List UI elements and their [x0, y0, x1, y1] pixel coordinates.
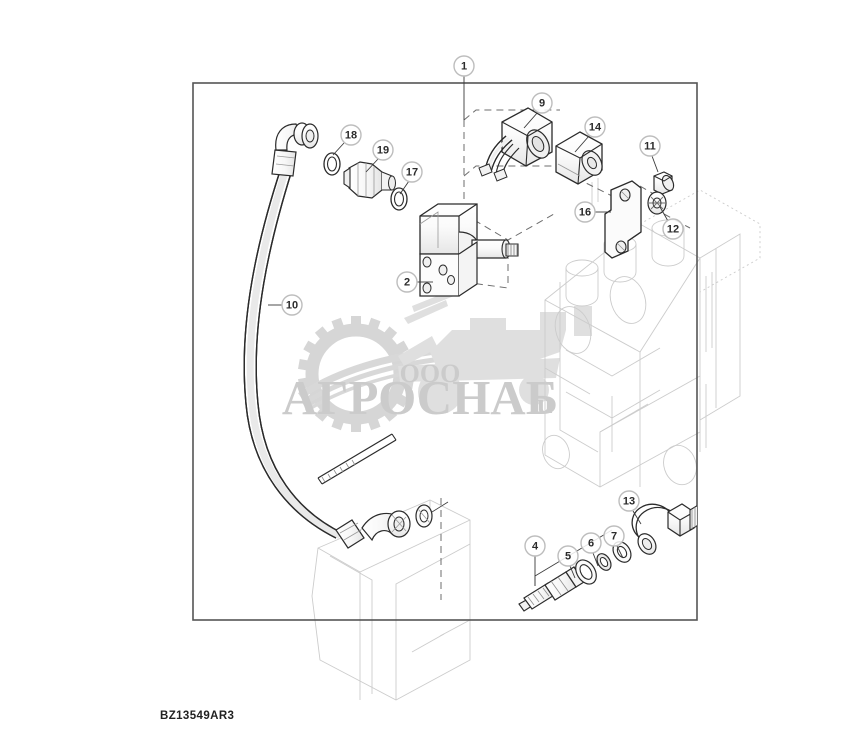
callout-bubble-14[interactable]	[584, 116, 606, 138]
watermark-brand: АГРОСНАБ	[282, 370, 558, 425]
valve-body-block-2	[419, 203, 519, 297]
callout-14[interactable]: 14	[574, 116, 606, 153]
callout-number-13: 13	[623, 496, 635, 508]
callout-bubble-18[interactable]	[340, 124, 362, 146]
callout-11[interactable]: 11	[639, 135, 661, 173]
callout-number-4: 4	[532, 541, 539, 553]
elbow-fitting-13	[631, 503, 697, 555]
callout-leader-7	[616, 545, 624, 559]
callout-9[interactable]: 9	[523, 92, 553, 129]
callout-bubble-5[interactable]	[557, 545, 579, 567]
callout-5[interactable]: 5	[557, 545, 579, 579]
gear-icon	[298, 316, 414, 432]
callout-bubble-9[interactable]	[531, 92, 553, 114]
o-ring-17	[390, 187, 408, 211]
callout-leader-19	[365, 158, 379, 173]
callout-bubble-4[interactable]	[524, 535, 546, 557]
callout-number-6: 6	[588, 538, 594, 550]
callout-number-14: 14	[589, 122, 602, 134]
callout-7[interactable]: 7	[603, 525, 625, 559]
callout-6[interactable]: 6	[580, 532, 602, 567]
callout-bubble-6[interactable]	[580, 532, 602, 554]
callout-leader-5	[569, 565, 576, 579]
o-ring-6	[596, 553, 612, 571]
callout-12[interactable]: 12	[659, 206, 684, 240]
mounting-bracket-16	[604, 180, 642, 259]
o-ring-18	[323, 152, 341, 176]
part-code-label: BZ13549AR3	[160, 710, 234, 722]
callout-number-12: 12	[667, 224, 679, 236]
callout-leader-12	[659, 206, 669, 222]
washer-hose-end	[415, 504, 433, 528]
callout-leader-14	[574, 135, 590, 153]
adapter-fitting-19	[343, 161, 396, 199]
washer-5	[575, 559, 597, 585]
callout-bubble-16[interactable]	[574, 201, 596, 223]
combine-harvester-icon	[398, 290, 592, 414]
callout-17[interactable]: 17	[399, 161, 423, 195]
callout-bubble-17[interactable]	[401, 161, 423, 183]
callout-1[interactable]: 1	[453, 55, 475, 120]
callout-13[interactable]: 13	[618, 490, 642, 525]
sleeve-spacer-14	[555, 131, 603, 185]
callout-bubble-7[interactable]	[603, 525, 625, 547]
callout-leader-11	[651, 155, 659, 173]
callout-number-5: 5	[565, 551, 571, 563]
callout-number-1: 1	[461, 61, 467, 73]
connector-fitting-4	[518, 566, 585, 612]
callout-leader-18	[332, 142, 345, 156]
callout-leader-6	[592, 552, 599, 567]
callout-bubble-11[interactable]	[639, 135, 661, 157]
callout-bubble-13[interactable]	[618, 490, 640, 512]
callout-number-19: 19	[377, 145, 389, 157]
callout-number-9: 9	[539, 98, 545, 110]
callout-number-2: 2	[404, 277, 410, 289]
bushing-11	[653, 171, 675, 195]
callout-bubble-10[interactable]	[281, 294, 303, 316]
callout-leader-13	[632, 510, 642, 525]
callout-bubble-1[interactable]	[453, 55, 475, 77]
callout-4[interactable]: 4	[524, 535, 546, 586]
watermark-ooo: ООО	[400, 359, 461, 388]
callout-number-18: 18	[345, 130, 357, 142]
solenoid-coil-9	[478, 107, 553, 182]
callout-bubble-2[interactable]	[396, 271, 418, 293]
threaded-rod	[317, 433, 397, 485]
callout-number-16: 16	[579, 207, 591, 219]
ghost-engine-background	[311, 178, 761, 701]
assembly-dashed-guides	[440, 109, 691, 600]
hydraulic-hose	[243, 122, 411, 549]
callout-leader-17	[399, 180, 410, 195]
callout-10[interactable]: 10	[268, 294, 303, 316]
cap-screw-12	[647, 191, 667, 215]
callout-number-11: 11	[644, 141, 656, 153]
leader-washer-hose	[431, 501, 449, 513]
callout-19[interactable]: 19	[365, 139, 394, 173]
callout-leader-9	[523, 111, 539, 129]
callout-number-17: 17	[406, 167, 418, 179]
callout-16[interactable]: 16	[574, 201, 611, 223]
callout-number-7: 7	[611, 531, 617, 543]
callout-bubble-19[interactable]	[372, 139, 394, 161]
callout-bubble-12[interactable]	[662, 218, 684, 240]
callout-number-10: 10	[286, 300, 298, 312]
callout-18[interactable]: 18	[332, 124, 362, 156]
watermark-agrosnab: ООО АГРОСНАБ u	[282, 290, 592, 432]
callout-2[interactable]: 2	[396, 271, 433, 293]
diagram-frame	[192, 82, 698, 621]
